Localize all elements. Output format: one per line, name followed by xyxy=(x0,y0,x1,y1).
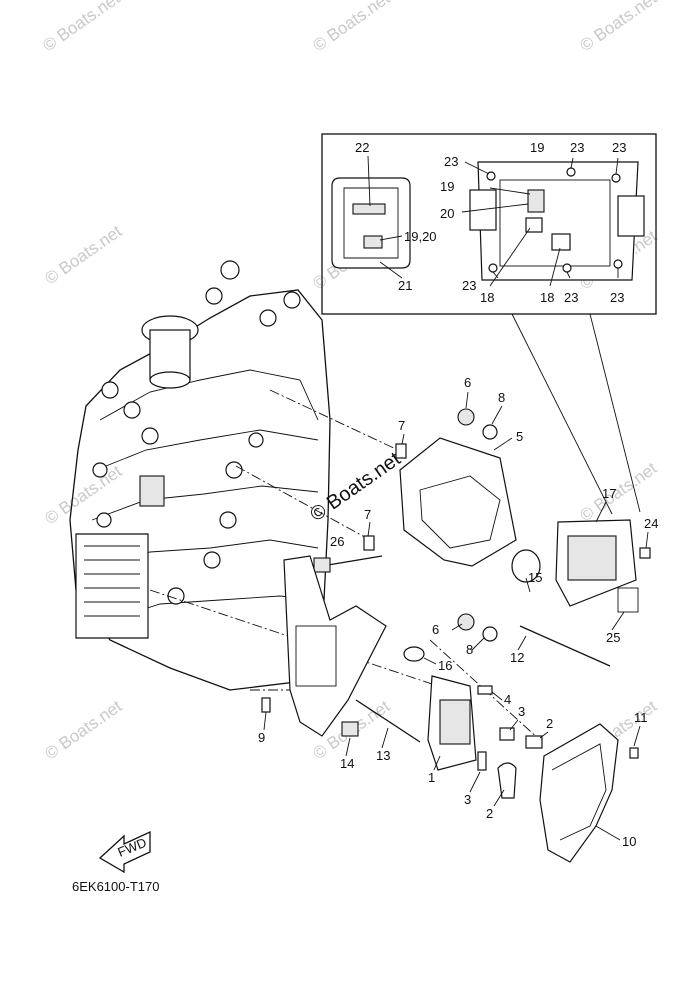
watermark: © Boats.net xyxy=(309,0,393,55)
terminal-22 xyxy=(352,203,386,215)
callout-23: 23 xyxy=(570,140,584,155)
inset-frame xyxy=(321,133,657,315)
bolt-4 xyxy=(477,685,493,695)
bracket-5 xyxy=(399,437,517,567)
inset-terminal-19-20 xyxy=(527,189,545,213)
callout-19: 19 xyxy=(530,140,544,155)
callout-22: 22 xyxy=(355,140,369,155)
collar-8b xyxy=(482,626,498,642)
inset-module-plate xyxy=(477,161,639,281)
callout-7: 7 xyxy=(398,418,405,433)
callout-23: 23 xyxy=(444,154,458,169)
clamp-26 xyxy=(321,555,383,567)
callout-6: 6 xyxy=(432,622,439,637)
callout-14: 14 xyxy=(340,756,354,771)
callout-11: 11 xyxy=(634,710,648,725)
callout-4: 4 xyxy=(504,692,511,707)
screw-11 xyxy=(629,747,639,759)
bolt-9 xyxy=(261,697,271,713)
cap-2 xyxy=(525,735,543,749)
part-15 xyxy=(511,549,541,583)
mount-bracket xyxy=(283,555,387,737)
bolt-7b xyxy=(363,535,375,551)
callout-3: 3 xyxy=(464,792,471,807)
callout-13: 13 xyxy=(376,748,390,763)
callout-1: 1 xyxy=(428,770,435,785)
cap-3 xyxy=(499,727,515,741)
callout-5: 5 xyxy=(516,429,523,444)
watermark: © Boats.net xyxy=(576,0,660,55)
callout-21: 21 xyxy=(398,278,412,293)
strap-13 xyxy=(355,699,421,743)
screw-24 xyxy=(639,547,651,559)
watermark: © Boats.net xyxy=(41,221,125,288)
connector-housing xyxy=(331,177,411,269)
callout-2: 2 xyxy=(546,716,553,731)
detail-inset xyxy=(321,133,657,515)
collar-8 xyxy=(482,424,498,440)
callout-leaders xyxy=(263,391,649,841)
callout-2: 2 xyxy=(486,806,493,821)
callout-7: 7 xyxy=(364,507,371,522)
callout-3: 3 xyxy=(518,704,525,719)
callout-17: 17 xyxy=(602,486,616,501)
cap-2b xyxy=(497,762,517,799)
callouts: 22 19,20 21 19 23 23 23 19 20 23 18 18 2… xyxy=(258,140,658,849)
watermark: © Boats.net xyxy=(41,461,125,528)
callout-19: 19 xyxy=(440,179,454,194)
callout-23: 23 xyxy=(610,290,624,305)
bolt-7 xyxy=(395,443,407,459)
callout-8: 8 xyxy=(466,642,473,657)
grommet-6 xyxy=(457,408,475,426)
callout-23: 23 xyxy=(564,290,578,305)
callout-18: 18 xyxy=(480,290,494,305)
callout-24: 24 xyxy=(644,516,658,531)
callout-9: 9 xyxy=(258,730,265,745)
callout-23: 23 xyxy=(462,278,476,293)
callout-6: 6 xyxy=(464,375,471,390)
center-watermark: © Boats.net xyxy=(306,448,405,526)
clamp-16 xyxy=(403,646,425,662)
terminal-19-20 xyxy=(363,235,383,249)
callout-18: 18 xyxy=(540,290,554,305)
callout-16: 16 xyxy=(438,658,452,673)
callout-15: 15 xyxy=(528,570,542,585)
callout-19-20: 19,20 xyxy=(404,229,437,244)
fwd-arrow: FWD xyxy=(98,830,151,874)
cover-10 xyxy=(539,723,619,863)
callout-10: 10 xyxy=(622,834,636,849)
callout-25: 25 xyxy=(606,630,620,645)
callout-20: 20 xyxy=(440,206,454,221)
diagram-code: 6EK6100-T170 xyxy=(72,879,159,894)
strap-12 xyxy=(519,625,611,667)
callout-8: 8 xyxy=(498,390,505,405)
clip-14 xyxy=(341,721,359,737)
grommet-6b xyxy=(457,613,475,631)
label-25 xyxy=(617,587,639,613)
callout-12: 12 xyxy=(510,650,524,665)
watermark: © Boats.net xyxy=(39,0,123,55)
callout-23: 23 xyxy=(612,140,626,155)
callout-26: 26 xyxy=(330,534,344,549)
side-panel xyxy=(75,533,149,639)
watermark: © Boats.net xyxy=(41,696,125,763)
cap-3b xyxy=(477,751,487,771)
